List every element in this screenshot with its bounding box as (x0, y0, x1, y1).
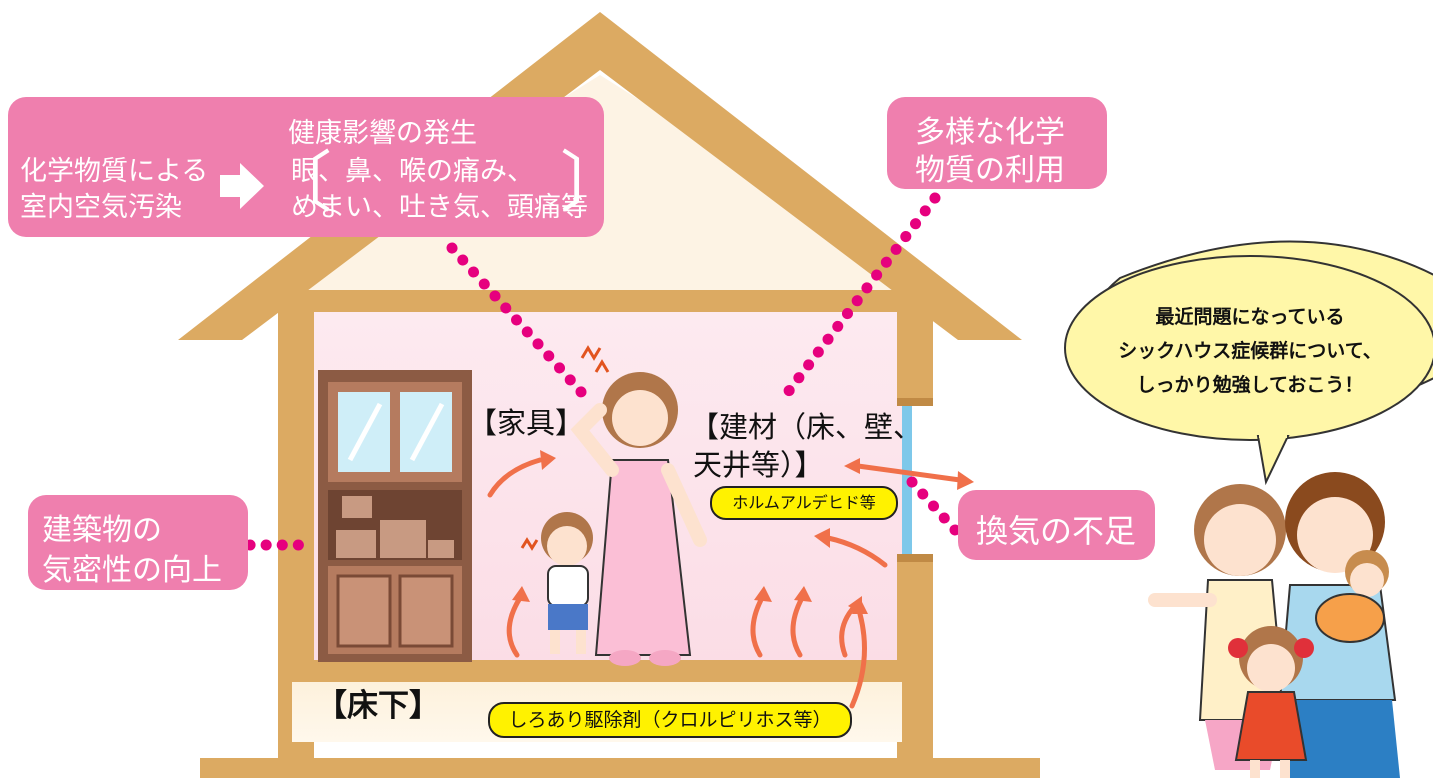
vapor-arrow (487, 457, 543, 498)
cause-line-1: 化学物質による (20, 156, 209, 187)
window-frame-bottom (897, 554, 933, 562)
termiticide-tag: しろあり駆除剤（クロルピリホス等） (488, 702, 852, 738)
right-arrow-icon (220, 163, 264, 209)
health-impact-callout: 化学物質による 室内空気汚染 健康影響の発生 〔 眼、鼻、喉の痛み、 めまい、吐… (8, 97, 626, 237)
airtight-line-1: 建築物の (42, 513, 162, 548)
vapor-arrow (849, 611, 867, 709)
floor (278, 660, 933, 682)
attic-beam (262, 290, 938, 312)
arrowhead (754, 586, 772, 602)
arrowhead (957, 471, 974, 490)
dotted-line-chemicals (776, 192, 941, 406)
furniture-label: 【家具】 (468, 406, 585, 440)
right-wall-upper (897, 312, 933, 404)
vapor-arrow (506, 595, 523, 658)
chemicals-callout: 多様な化学 物質の利用 (887, 97, 1107, 189)
speech-bubble-body (1064, 255, 1433, 441)
window-frame-top (897, 398, 933, 406)
vapor-arrow (750, 595, 765, 658)
ventilation-callout: 換気の不足 (958, 490, 1155, 560)
arrowhead (794, 586, 812, 602)
stress-mark-icon (580, 345, 610, 373)
right-bracket-icon: 〕 (560, 144, 626, 221)
arrowheads (512, 450, 974, 614)
dotted-connectors (244, 192, 961, 551)
speech-line-3: しっかり勉強しておこう！ (1136, 374, 1364, 396)
health-effect-title: 健康影響の発生 (288, 118, 477, 149)
vapor-arrows (487, 457, 963, 709)
materials-label-line-2: 天井等）】 (693, 448, 824, 482)
stress-mark-icon (520, 537, 539, 551)
ground-beam (200, 758, 1040, 778)
speech-line-1: 最近問題になっている (1155, 306, 1345, 328)
speech-bubble-tail-cover (1259, 432, 1287, 438)
arrowhead (844, 458, 860, 474)
formaldehyde-tag: ホルムアルデヒド等 (710, 486, 898, 520)
vapor-arrow (855, 463, 963, 483)
airtight-line-2: 気密性の向上 (42, 553, 222, 588)
cabinet (318, 370, 472, 662)
speech-bubble-tail (1256, 435, 1290, 486)
dotted-line-ventilation (906, 476, 961, 536)
arrowhead (512, 586, 530, 602)
airtightness-callout: 建築物の 気密性の向上 (28, 495, 248, 590)
mother-figure (570, 372, 707, 666)
cause-line-2: 室内空気汚染 (20, 192, 182, 223)
speech-line-2: シックハウス症候群について、 (1118, 340, 1382, 362)
dotted-line-health (446, 242, 588, 399)
speech-text: 最近問題になっている シックハウス症候群について、 しっかり勉強しておこう！ (1065, 300, 1433, 402)
arrowhead (540, 450, 556, 470)
vapor-arrow (839, 603, 858, 658)
arrowhead (852, 598, 868, 614)
underfloor-label: 【床下】 (316, 688, 440, 724)
ventilation-text: 換気の不足 (976, 512, 1137, 550)
left-bracket-icon: 〔 (266, 144, 332, 221)
materials-label-line-1: 【建材（床、壁、 (690, 410, 923, 444)
vapor-arrow (825, 535, 888, 568)
child-figure (541, 512, 593, 654)
health-effect-line-1: 眼、鼻、喉の痛み、 (291, 156, 534, 187)
vapor-arrow (790, 595, 805, 658)
chemicals-line-1: 多様な化学 (915, 115, 1065, 150)
arrowhead (814, 528, 830, 548)
health-effect-line-2: めまい、吐き気、頭痛等 (291, 192, 588, 223)
family-figures (1148, 472, 1400, 778)
chemicals-line-2: 物質の利用 (915, 153, 1065, 188)
